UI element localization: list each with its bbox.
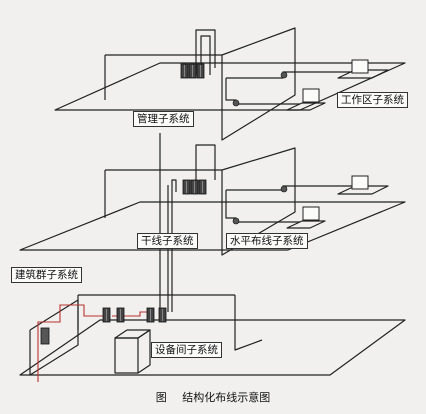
building-group-patch [40, 327, 50, 345]
top-floor-plate [54, 62, 406, 111]
equipment-red-cable [112, 311, 150, 317]
top-floor-cable-1 [226, 71, 352, 79]
riser-cable-a [195, 29, 216, 75]
label-equipment-room: 设备间子系统 [151, 342, 222, 358]
computer-mid-front [302, 206, 320, 221]
riser-cable-b [200, 35, 211, 75]
building-group-red-cable [37, 304, 106, 382]
label-work-area: 工作区子系统 [337, 92, 408, 108]
caption-title: 结构化布线示意图 [182, 391, 271, 404]
computer-top-back [351, 59, 369, 74]
workstation-top-back-base [337, 69, 389, 79]
top-floor-partition [221, 27, 296, 141]
middle-floor-partition [221, 147, 296, 256]
ground-floor-plate [19, 319, 406, 376]
middle-floor-plate [19, 201, 406, 251]
mid-horizontal-cable-1 [226, 185, 352, 191]
middle-patch-panels [182, 179, 207, 195]
caption-prefix: 图 [155, 391, 167, 404]
wall-outlets [232, 71, 288, 225]
workstation-mid-front-base [286, 220, 326, 229]
figure-caption: 图 结构化布线示意图 [0, 389, 426, 405]
label-backbone: 干线子系统 [137, 233, 198, 249]
workstation-mid-back-base [337, 185, 389, 195]
mid-horizontal-cable-2 [225, 190, 300, 223]
computer-mid-back [351, 175, 369, 190]
label-horizontal: 水平布线子系统 [226, 233, 308, 249]
top-patch-panels [180, 63, 205, 79]
workstation-top-front-base [286, 102, 326, 111]
building-group-wall [29, 299, 79, 376]
equipment-cabinet-side [137, 329, 151, 374]
equipment-cabinet-front [114, 337, 139, 374]
computers [302, 59, 369, 221]
computer-top-front [302, 88, 320, 103]
ground-floor-partition [234, 295, 263, 351]
mid-riser-a [195, 144, 216, 185]
label-building-group: 建筑群子系统 [11, 267, 82, 283]
label-management: 管理子系统 [133, 111, 194, 127]
